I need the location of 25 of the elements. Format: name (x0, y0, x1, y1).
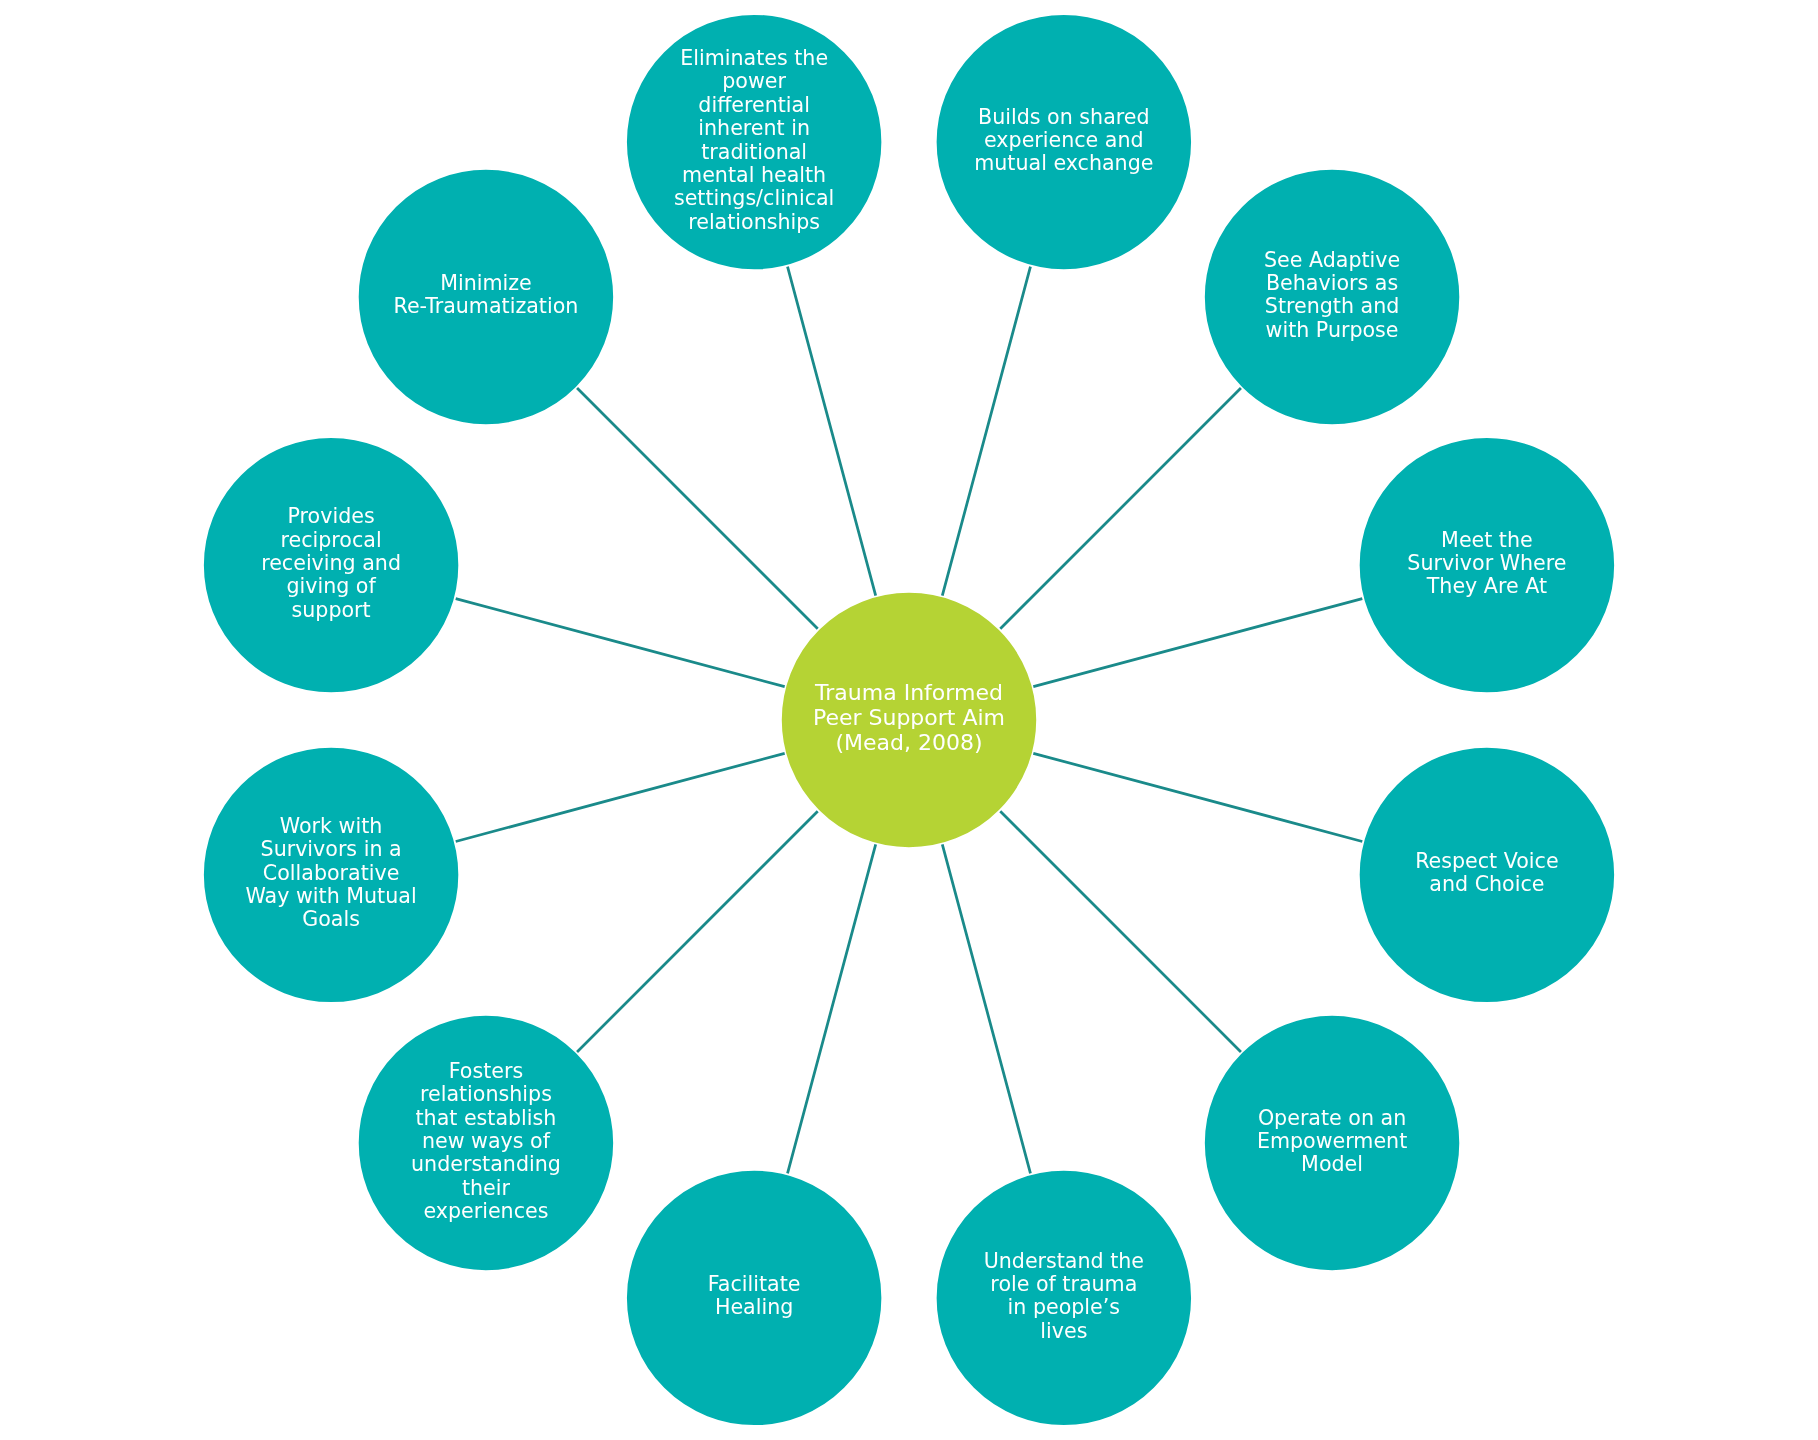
node-circle: Operate on an Empowerment Model (1202, 1013, 1462, 1274)
connector (1032, 752, 1363, 843)
node-circle: Provides reciprocal receiving and giving of support (201, 435, 462, 696)
node-circle: Understand the role of trauma in people’s lives (933, 1167, 1194, 1428)
node-circle: Respect Voice and Choice (1356, 744, 1617, 1005)
connector (576, 810, 819, 1053)
node-circle: Meet the Survivor Where They Are At (1356, 435, 1617, 696)
node-circle: Fosters relationships that establish new ways of understanding their experiences (355, 1013, 616, 1274)
node-circle: Eliminates the power differential inherent in traditional mental health settings/clinical relationships (624, 12, 885, 273)
connector (999, 810, 1242, 1053)
node-circle: See Adaptive Behaviors as Strength and with Purpose (1202, 167, 1462, 427)
connector (455, 752, 786, 843)
connector (786, 843, 877, 1174)
node-circle: Builds on shared experience and mutual exchange (933, 12, 1194, 273)
connector (576, 387, 819, 630)
connector (786, 266, 877, 597)
connector (455, 597, 786, 688)
connector (999, 387, 1242, 630)
node-circle: Work with Survivors in a Collaborative Way with Mutual Goals (201, 744, 462, 1005)
connector (941, 266, 1032, 597)
connector (941, 843, 1032, 1174)
connector (1032, 597, 1363, 688)
node-circle: Trauma Informed Peer Support Aim (Mead, 2008) (779, 590, 1039, 850)
node-circle: Minimize Re-Traumatization (355, 167, 616, 427)
node-circle: Facilitate Healing (624, 1167, 885, 1428)
